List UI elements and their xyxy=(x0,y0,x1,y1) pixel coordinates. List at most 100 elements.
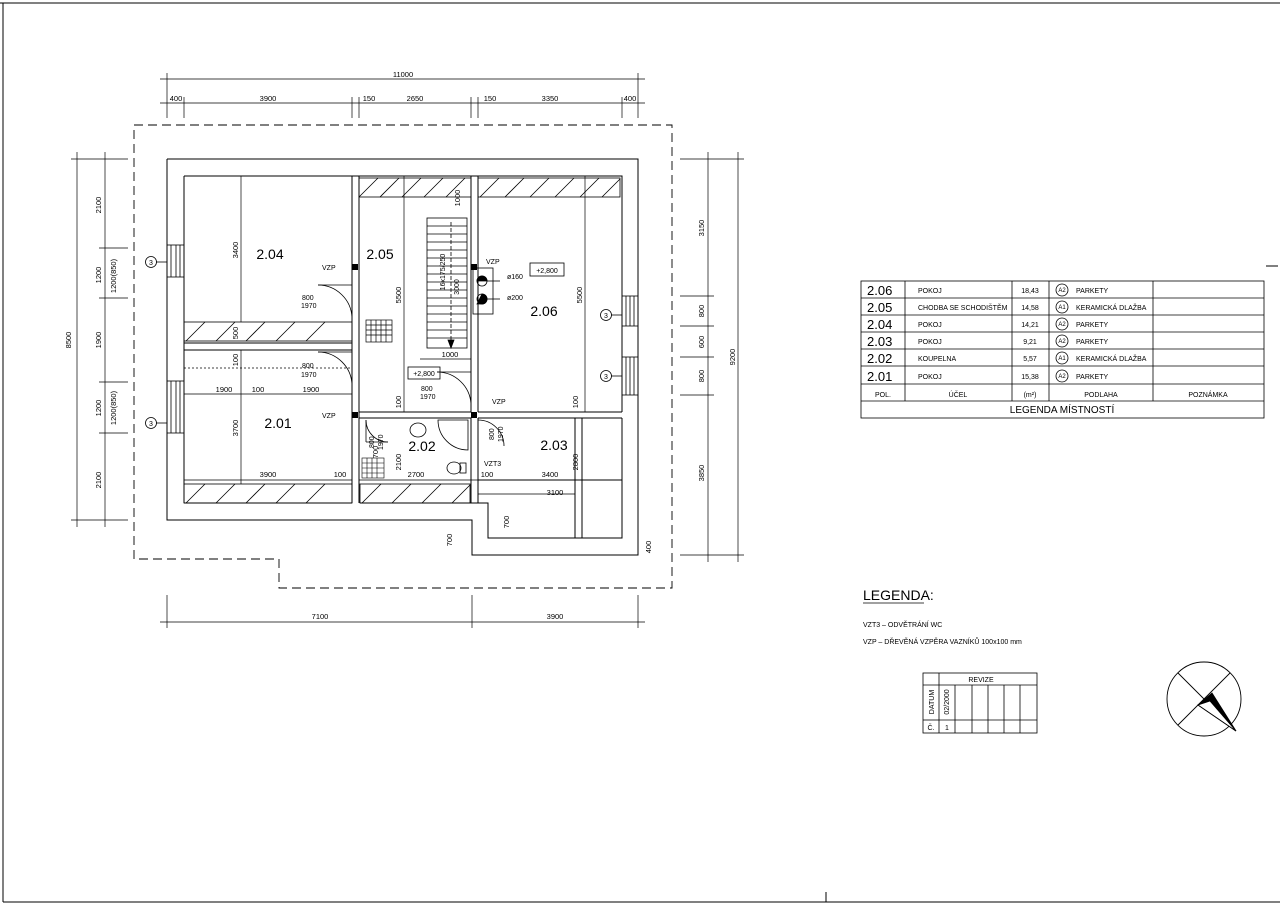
table-floor: PARKETY xyxy=(1076,339,1108,346)
stairs-length: 3000 xyxy=(454,279,461,295)
dim-left-3: 1900 xyxy=(94,332,103,349)
vzp-label: VZP xyxy=(322,413,336,420)
dim-right-2: 600 xyxy=(697,336,706,349)
table-header-area: (m²) xyxy=(1024,392,1037,399)
room-number: 2.06 xyxy=(530,303,557,319)
dim-2100: 2100 xyxy=(394,454,403,471)
table-floor-code: A2 xyxy=(1058,288,1066,294)
windows xyxy=(145,244,639,434)
room-table-text: 2.06 POKOJ 18,43 A2 PARKETY 2.05 CHODBA … xyxy=(867,283,1228,416)
dim-700a: 700 xyxy=(371,446,380,459)
table-pol: 2.04 xyxy=(867,317,892,332)
dim-top-1: 3900 xyxy=(260,94,277,103)
dim-400: 400 xyxy=(644,541,653,554)
table-header-pol: POL. xyxy=(875,392,891,399)
window-marker: 3 xyxy=(604,374,608,381)
door-width: 800 xyxy=(489,428,496,440)
room-number: 2.03 xyxy=(540,437,567,453)
dim-left-outer: 8500 xyxy=(64,332,73,349)
table-pol: 2.06 xyxy=(867,283,892,298)
dim-1000a: 1000 xyxy=(453,190,462,207)
vzp-label: VZP xyxy=(322,265,336,272)
table-area: 5,57 xyxy=(1023,356,1037,363)
dim-top-0: 400 xyxy=(170,94,183,103)
dim-overall-width: 11000 xyxy=(393,70,413,79)
door-width: 800 xyxy=(421,386,433,393)
dim-top-5: 3350 xyxy=(542,94,559,103)
revision-c-label: Č. xyxy=(928,723,935,732)
plan-labels: VZP VZP VZP VZP VZT3 16x175/250 3000 ø16… xyxy=(301,254,565,468)
dim-top-3: 2650 xyxy=(407,94,424,103)
dim-100d: 100 xyxy=(394,396,403,409)
door-height: 1970 xyxy=(301,372,317,379)
door-height: 1970 xyxy=(498,426,505,442)
dim-100: 100 xyxy=(231,354,240,367)
dim-left-6: 2100 xyxy=(94,472,103,489)
dim-100b: 100 xyxy=(252,385,265,394)
dim-1900b: 1900 xyxy=(303,385,320,394)
flue-160: ø160 xyxy=(507,274,523,281)
roof-outline xyxy=(133,124,673,589)
revision-c-value: 1 xyxy=(945,725,949,732)
room-table xyxy=(860,280,1265,419)
door-width: 800 xyxy=(302,363,314,370)
table-floor-code: A2 xyxy=(1058,322,1066,328)
dim-left-5: 1200(850) xyxy=(109,390,118,425)
dim-700c: 700 xyxy=(445,534,454,547)
table-area: 9,21 xyxy=(1023,339,1037,346)
dim-1000b: 1000 xyxy=(442,350,459,359)
table-pol: 2.05 xyxy=(867,300,892,315)
table-floor-code: A1 xyxy=(1058,305,1066,311)
table-ucel: POKOJ xyxy=(918,339,942,346)
north-arrow-icon xyxy=(1166,661,1242,737)
dimension-lines xyxy=(71,73,744,628)
table-area: 18,43 xyxy=(1021,288,1039,295)
vzp-label: VZP xyxy=(492,399,506,406)
table-ucel: KOUPELNA xyxy=(918,356,956,363)
table-area: 14,58 xyxy=(1021,305,1039,312)
level-mark: +2,800 xyxy=(413,371,435,378)
dim-100c: 100 xyxy=(334,470,347,479)
legend: LEGENDA: VZT3 – ODVĚTRÁNÍ WC VZP – DŘEVĚ… xyxy=(863,587,1022,646)
stairs-label: 16x175/250 xyxy=(440,254,447,291)
dim-500: 500 xyxy=(231,327,240,340)
dim-100f: 100 xyxy=(481,470,494,479)
table-floor-code: A1 xyxy=(1058,356,1066,362)
revision-datum-value: 02/2000 xyxy=(944,689,951,714)
dim-left-1: 1200 xyxy=(94,267,103,284)
floor-grid-2-05 xyxy=(365,319,393,343)
table-header-note: POZNÁMKA xyxy=(1188,390,1228,399)
revision-table xyxy=(922,672,1038,734)
table-floor-code: A2 xyxy=(1058,374,1066,380)
table-floor-code: A2 xyxy=(1058,339,1066,345)
table-ucel: POKOJ xyxy=(918,288,942,295)
door-height: 1970 xyxy=(420,394,436,401)
door-swings xyxy=(317,284,505,475)
dim-top-6: 400 xyxy=(624,94,637,103)
table-floor: KERAMICKÁ DLAŽBA xyxy=(1076,354,1147,363)
dim-100e: 100 xyxy=(571,396,580,409)
vzp-posts xyxy=(352,264,477,418)
dim-right-outer: 9200 xyxy=(728,349,737,366)
table-floor: KERAMICKÁ DLAŽBA xyxy=(1076,303,1147,312)
dim-5500a: 5500 xyxy=(394,287,403,304)
table-header-floor: PODLAHA xyxy=(1084,392,1118,399)
table-header-ucel: ÚČEL xyxy=(949,390,968,399)
legend-item: VZP – DŘEVĚNÁ VZPĚRA VAZNÍKŮ 100x100 mm xyxy=(863,637,1022,646)
level-mark: +2,800 xyxy=(536,268,558,275)
dim-right-1: 800 xyxy=(697,305,706,318)
flue-200: ø200 xyxy=(507,295,523,302)
room-number: 2.04 xyxy=(256,246,283,262)
table-ucel: CHODBA SE SCHODIŠTĚM xyxy=(918,303,1008,312)
revision-title: REVIZE xyxy=(968,677,994,684)
dim-top-2: 150 xyxy=(363,94,376,103)
staircase xyxy=(426,217,468,350)
room-numbers: 2.04 2.05 2.06 2.01 2.02 2.03 xyxy=(256,246,567,454)
table-floor: PARKETY xyxy=(1076,322,1108,329)
room-number: 2.05 xyxy=(366,246,393,262)
vzt3-label: VZT3 xyxy=(484,461,501,468)
legend-item: VZT3 – ODVĚTRÁNÍ WC xyxy=(863,620,942,629)
door-height: 1970 xyxy=(378,434,385,450)
dim-2800: 2800 xyxy=(571,454,580,471)
